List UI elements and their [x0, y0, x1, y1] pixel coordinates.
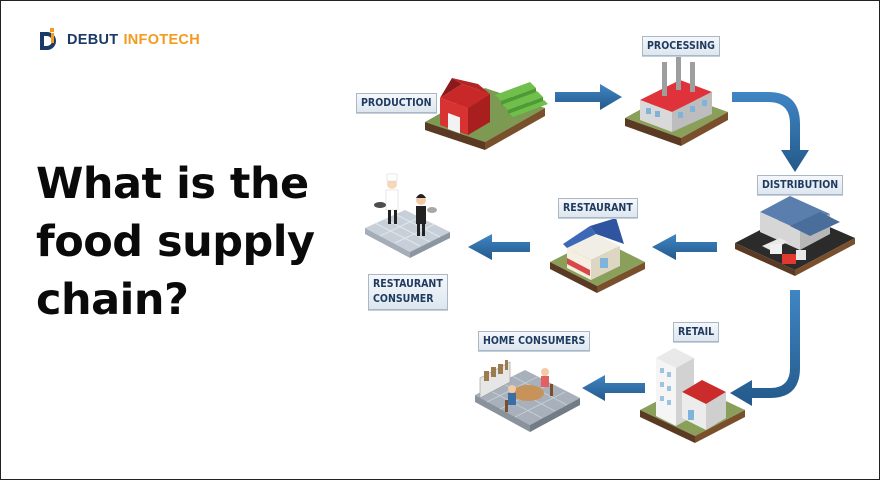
stage-label-retail: RETAIL: [673, 322, 719, 342]
stage-label-distribution: DISTRIBUTION: [757, 175, 843, 195]
stage-label-processing: PROCESSING: [642, 36, 720, 56]
restaurant-illustration: [550, 218, 645, 293]
stage-label-restaurant-consumer: RESTAURANT CONSUMER: [368, 274, 448, 310]
restaurant-consumer-line-1: RESTAURANT: [373, 277, 443, 292]
processing-illustration: [625, 56, 728, 146]
restaurant-consumer-line-2: CONSUMER: [373, 292, 443, 307]
stage-label-restaurant: RESTAURANT: [558, 198, 638, 218]
home-consumers-illustration: [475, 360, 580, 432]
retail-illustration: [640, 348, 745, 443]
production-illustration: [425, 78, 548, 150]
arrow-distribution-to-retail: [730, 290, 800, 406]
stage-label-home-consumers: HOME CONSUMERS: [478, 331, 590, 351]
arrow-production-to-processing: [555, 84, 622, 110]
arrow-retail-to-home: [582, 375, 645, 401]
arrow-restaurant-to-consumer: [468, 234, 530, 260]
arrow-processing-to-distribution: [732, 92, 809, 172]
restaurant-consumer-illustration: [365, 174, 450, 258]
arrow-distribution-to-restaurant: [652, 234, 717, 260]
distribution-illustration: [735, 196, 855, 276]
stage-label-production: PRODUCTION: [356, 93, 437, 113]
